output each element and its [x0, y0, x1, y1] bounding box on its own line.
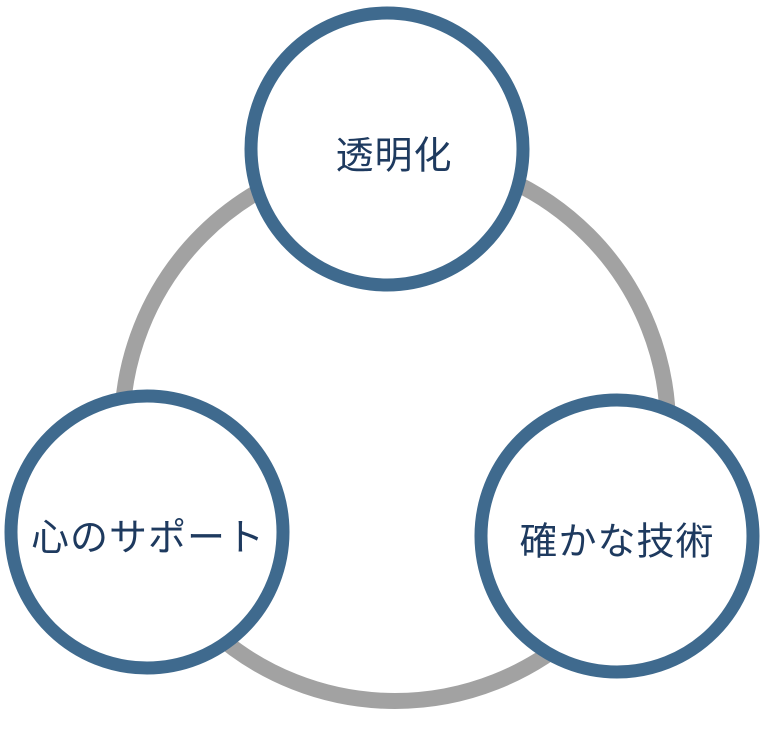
node-transparency-circle — [244, 6, 530, 292]
node-reliable-technology: 確かな技術 — [474, 393, 760, 679]
node-heart-support: 心のサポート — [4, 389, 290, 675]
node-transparency: 透明化 — [244, 6, 530, 292]
node-transparency-label: 透明化 — [335, 134, 452, 178]
node-reliable-technology-label: 確かな技術 — [519, 520, 714, 564]
node-reliable-technology-circle — [474, 393, 760, 679]
node-heart-support-label: 心のサポート — [31, 516, 265, 560]
node-heart-support-circle — [4, 389, 290, 675]
